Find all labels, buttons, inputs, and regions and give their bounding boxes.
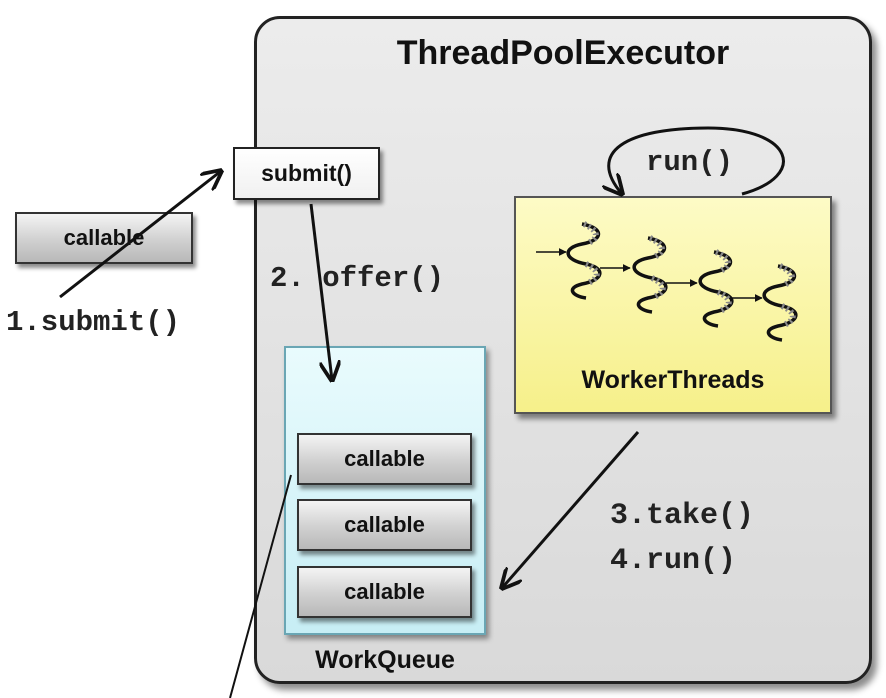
queue-item-label: callable — [344, 512, 425, 537]
step4-run-label: 4.run() — [610, 544, 737, 578]
queue-item-callable: callable — [297, 433, 472, 485]
client-callable: callable — [15, 212, 193, 264]
run-loop-label: run() — [646, 146, 734, 179]
step1-submit-label: 1.submit() — [6, 306, 181, 339]
work-queue-label: WorkQueue — [315, 646, 455, 674]
executor-title: ThreadPoolExecutor — [396, 34, 730, 72]
queue-item-label: callable — [344, 579, 425, 604]
queue-item-callable: callable — [297, 499, 472, 551]
queue-item-label: callable — [344, 446, 425, 471]
submit-method-label: submit() — [261, 160, 352, 186]
worker-threads-label: WorkerThreads — [581, 366, 765, 394]
step3-take-label: 3.take() — [610, 499, 755, 533]
step2-offer-label: 2. offer() — [270, 262, 445, 295]
client-callable-label: callable — [63, 225, 145, 250]
submit-method-box: submit() — [233, 147, 380, 200]
queue-item-callable: callable — [297, 566, 472, 618]
